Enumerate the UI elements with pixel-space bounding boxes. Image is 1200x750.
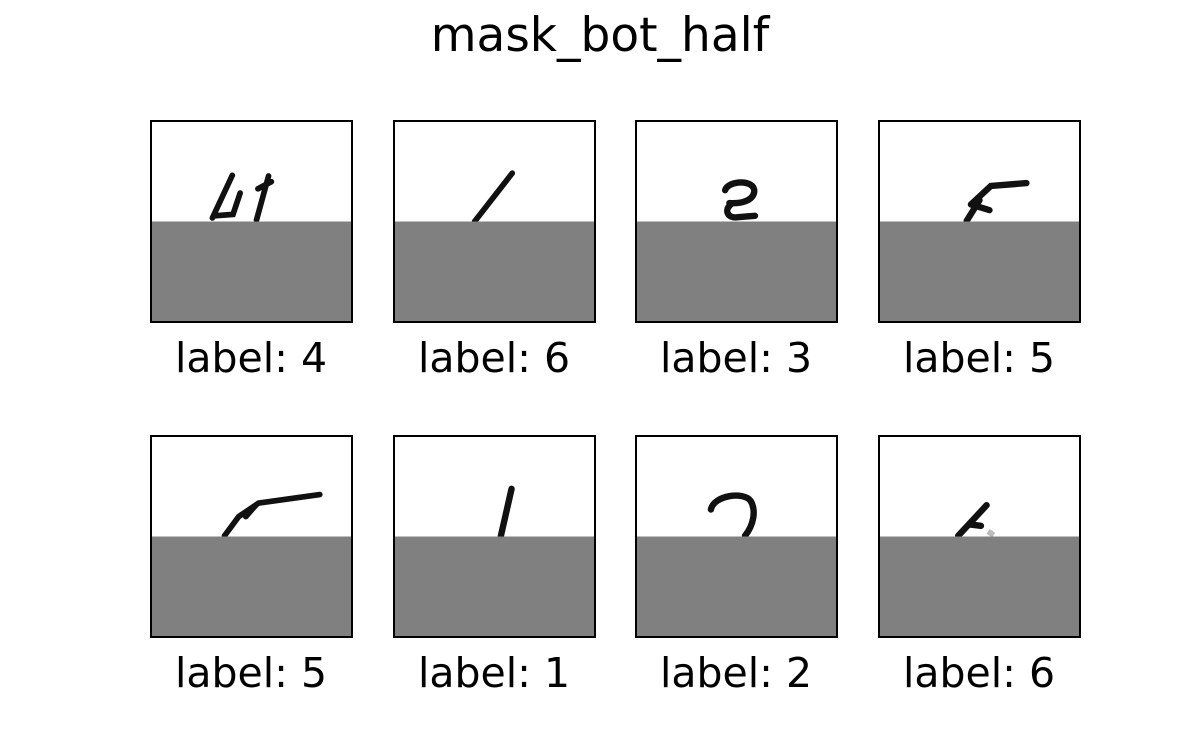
panel-caption: label: 5	[174, 649, 328, 697]
panel-caption: label: 4	[174, 334, 328, 382]
digit-image-7	[635, 435, 838, 638]
figure-title: mask_bot_half	[430, 8, 770, 63]
panel-caption: label: 3	[659, 334, 813, 382]
digit-image-8	[878, 435, 1081, 638]
digit-image-4	[878, 120, 1081, 323]
digit-image-6	[393, 435, 596, 638]
panel-caption: label: 5	[902, 334, 1056, 382]
panel-caption: label: 2	[659, 649, 813, 697]
panel-caption: label: 1	[417, 649, 571, 697]
digit-image-3	[635, 120, 838, 323]
digit-image-1	[150, 120, 353, 323]
digit-image-2	[393, 120, 596, 323]
panel-caption: label: 6	[417, 334, 571, 382]
digit-image-5	[150, 435, 353, 638]
panel-caption: label: 6	[902, 649, 1056, 697]
